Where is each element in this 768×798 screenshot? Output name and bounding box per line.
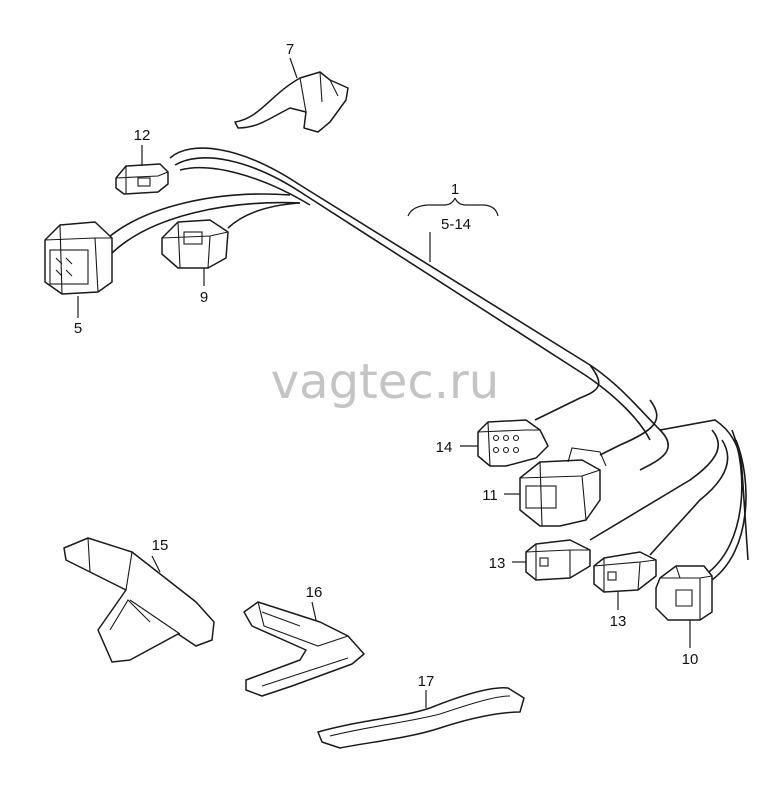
label-9: 9	[200, 289, 208, 306]
label-11: 11	[482, 487, 498, 504]
connector-13a	[512, 539, 591, 581]
label-10: 10	[682, 651, 699, 668]
watermark: vagtec.ru	[271, 354, 499, 410]
duct-17	[317, 687, 525, 749]
callout-bracket	[407, 197, 499, 262]
clip-7	[234, 57, 349, 133]
bracket-15	[63, 537, 215, 663]
label-13b: 13	[610, 613, 627, 630]
connector-12	[115, 145, 169, 195]
connector-13b	[593, 551, 657, 610]
label-5: 5	[74, 320, 82, 337]
wiring-harness	[99, 147, 749, 581]
cover-16	[243, 601, 365, 697]
connector-11	[504, 447, 607, 527]
label-15: 15	[152, 537, 169, 554]
label-5-14: 5-14	[441, 216, 471, 233]
connector-10	[655, 565, 713, 648]
label-1: 1	[451, 181, 459, 198]
label-17: 17	[418, 673, 435, 690]
label-13a: 13	[489, 555, 506, 572]
label-7: 7	[286, 41, 294, 58]
label-12: 12	[134, 127, 151, 144]
label-16: 16	[306, 584, 323, 601]
label-14: 14	[436, 439, 453, 456]
connector-14	[460, 419, 549, 467]
connector-5	[44, 221, 113, 318]
connector-9	[161, 219, 229, 286]
